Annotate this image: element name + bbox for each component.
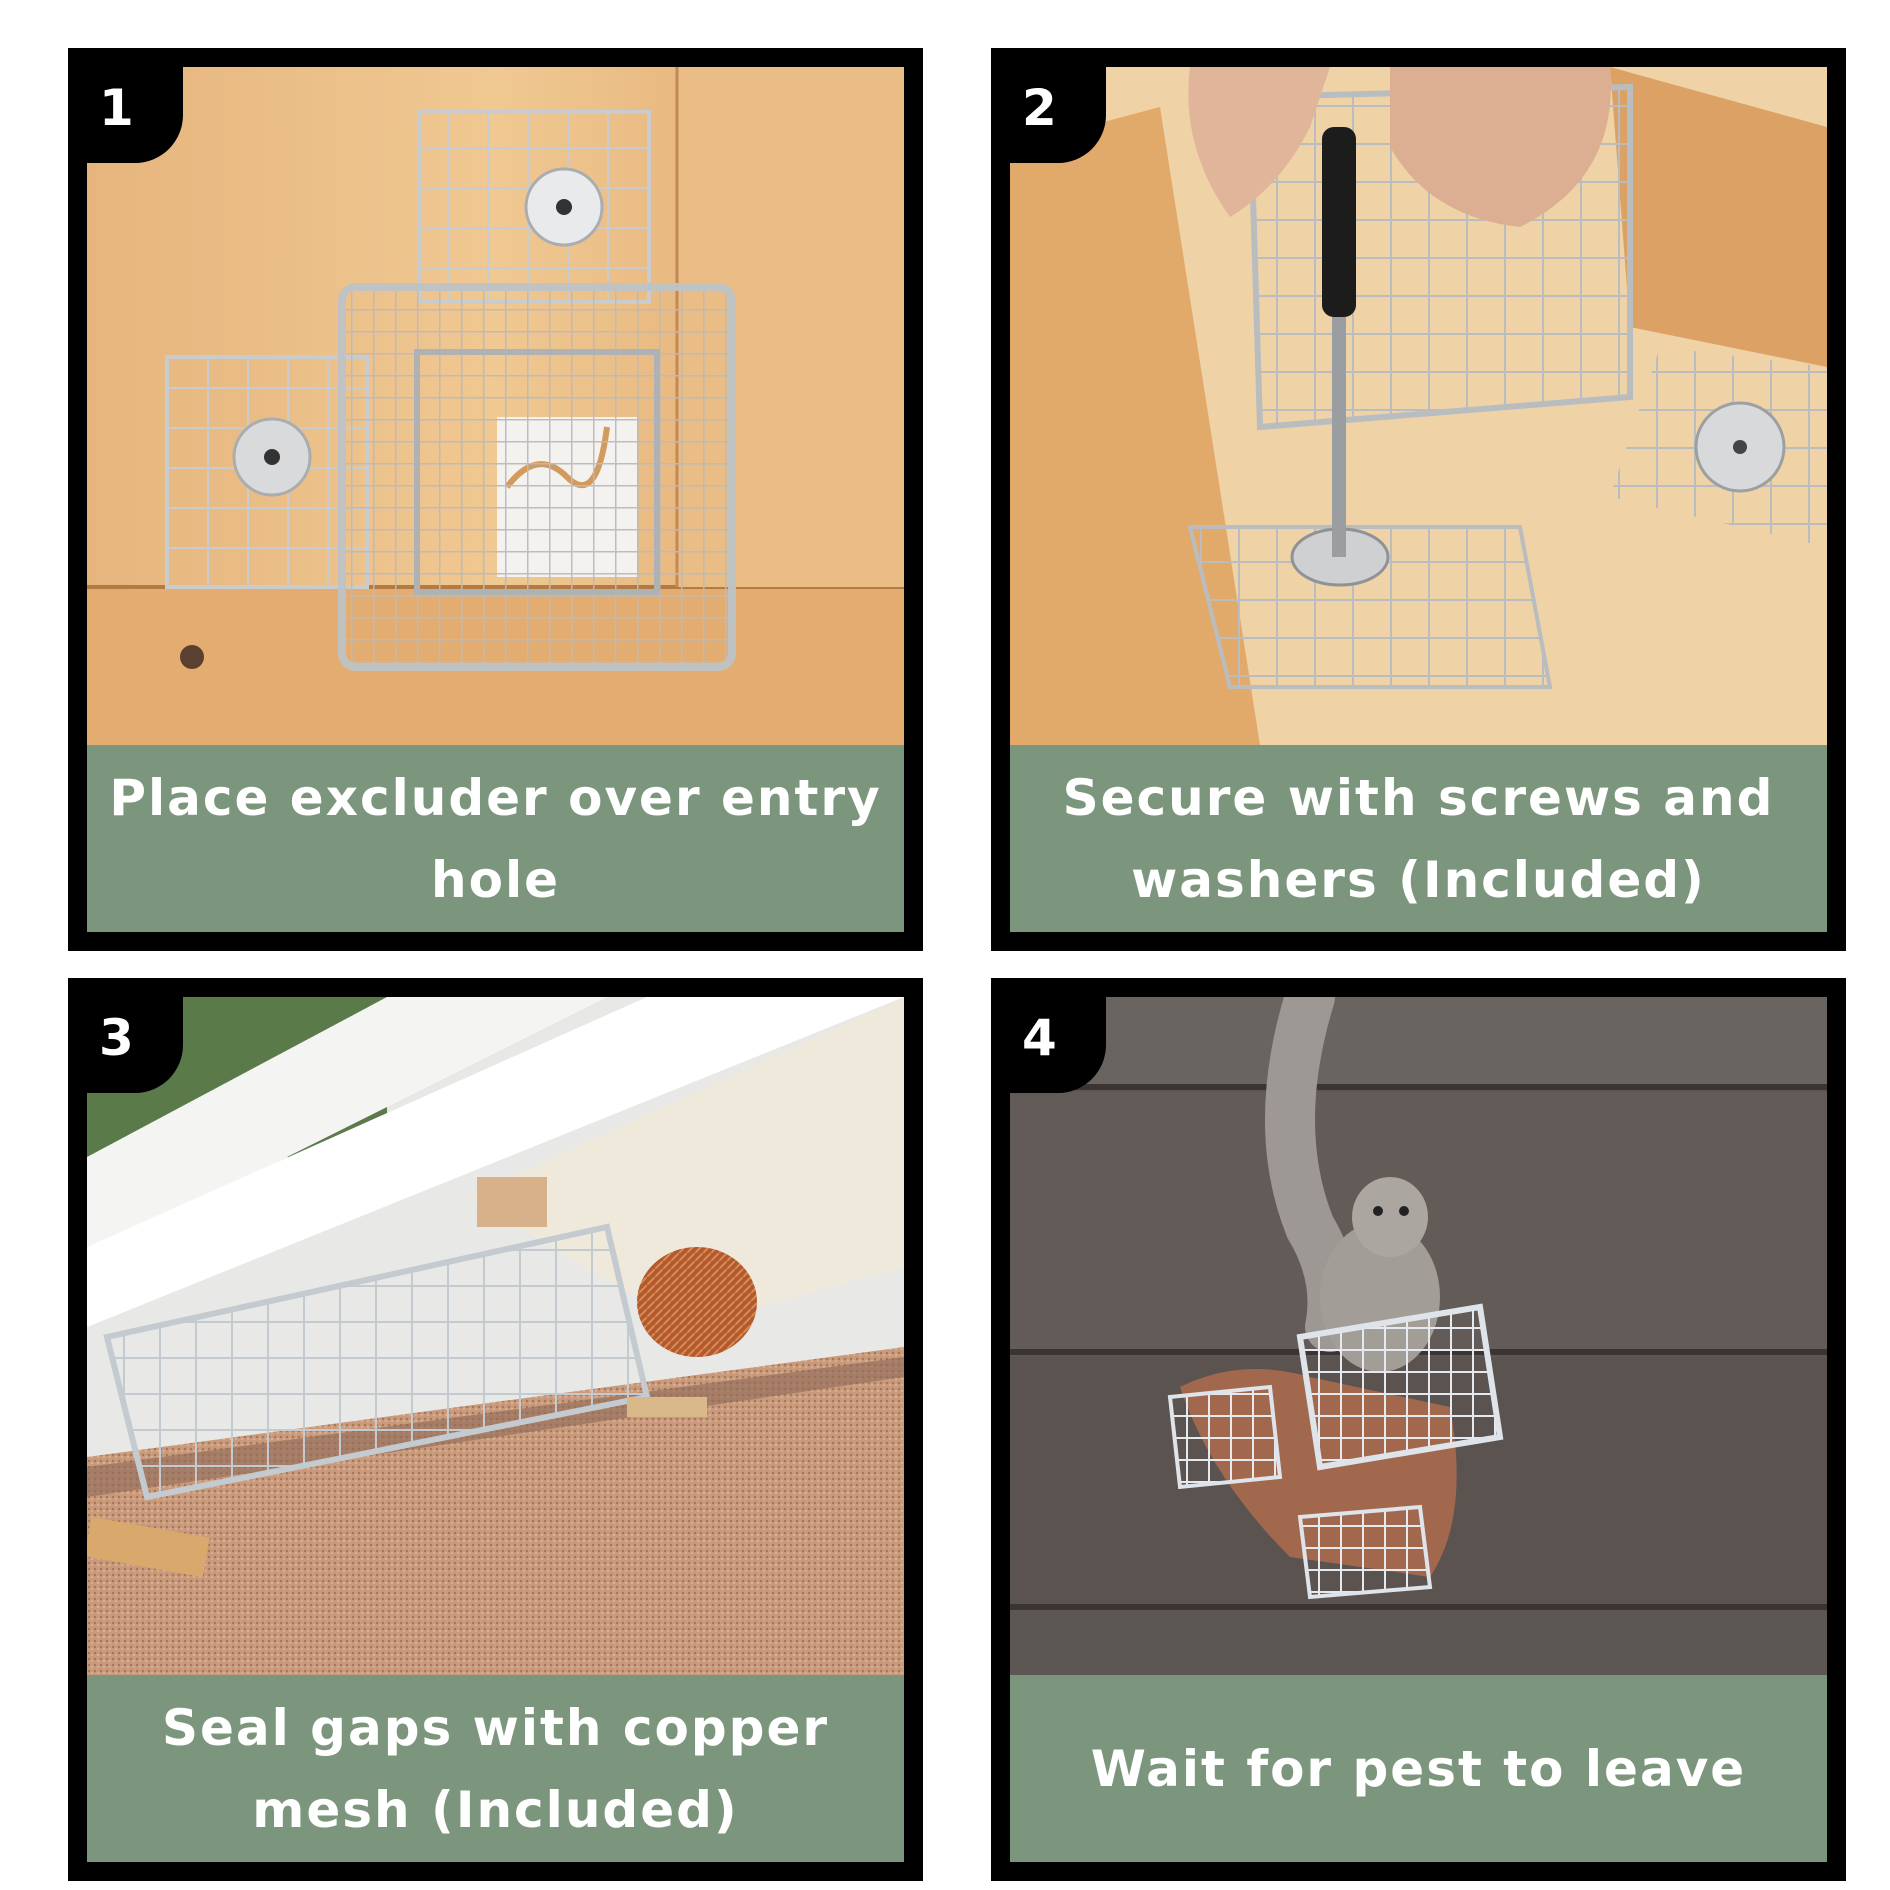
copper-mesh-roof-image bbox=[87, 997, 904, 1675]
excluder-on-wood-image bbox=[87, 67, 904, 745]
step-3-photo: 3 bbox=[87, 997, 904, 1675]
step-2-badge: 2 bbox=[1010, 67, 1106, 163]
step-3-caption: Seal gaps with copper mesh (Included) bbox=[87, 1675, 904, 1862]
squirrel-leaving-image bbox=[1010, 997, 1827, 1675]
step-4-panel: 4 Wait for pest to leave bbox=[991, 978, 1846, 1881]
screwing-excluder-image bbox=[1010, 67, 1827, 745]
step-3-panel: 3 Seal gaps with copper mesh (Included) bbox=[68, 978, 923, 1881]
step-3-badge: 3 bbox=[87, 997, 183, 1093]
step-4-photo: 4 bbox=[1010, 997, 1827, 1675]
step-4-caption: Wait for pest to leave bbox=[1010, 1675, 1827, 1862]
step-2-panel: 2 Secure with screws and washers (Includ… bbox=[991, 48, 1846, 951]
step-1-badge: 1 bbox=[87, 67, 183, 163]
step-1-panel: 1 Place excluder over entry hole bbox=[68, 48, 923, 951]
step-1-caption: Place excluder over entry hole bbox=[87, 745, 904, 932]
step-4-badge: 4 bbox=[1010, 997, 1106, 1093]
step-1-photo: 1 bbox=[87, 67, 904, 745]
step-2-caption: Secure with screws and washers (Included… bbox=[1010, 745, 1827, 932]
step-2-photo: 2 bbox=[1010, 67, 1827, 745]
